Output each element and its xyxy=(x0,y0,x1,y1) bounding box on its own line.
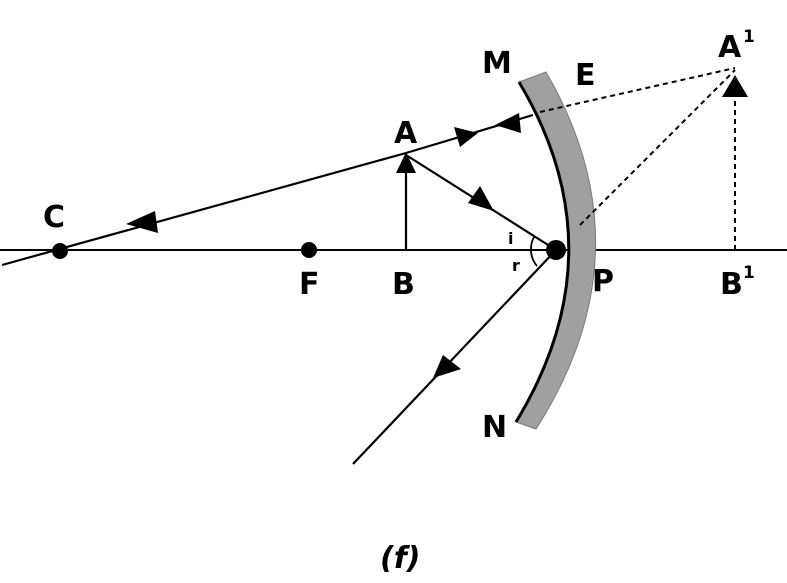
label-M: M xyxy=(482,46,512,81)
label-B: B xyxy=(392,267,415,302)
label-angle-r: r xyxy=(512,256,520,275)
label-A: A xyxy=(394,116,418,151)
label-P: P xyxy=(592,264,614,299)
ray-arrow-reflected-2 xyxy=(433,355,461,378)
ray-arrow-incident-2 xyxy=(468,186,494,211)
ray-reflected-2 xyxy=(352,249,557,465)
object-arrow-head xyxy=(396,152,416,173)
point-C xyxy=(52,243,68,259)
point-P xyxy=(546,240,566,260)
angle-i-arc xyxy=(530,236,535,251)
figure-caption: (f) xyxy=(380,541,420,576)
label-F: F xyxy=(299,267,320,302)
label-B-image-sup: 1 xyxy=(743,263,755,283)
label-B-image: B xyxy=(720,267,743,302)
label-N: N xyxy=(482,410,507,445)
ray-arrow-reflected-1b xyxy=(126,211,158,233)
label-A-image-sup: 1 xyxy=(743,27,755,47)
label-C: C xyxy=(43,200,65,235)
ray-arrow-reflected-1a xyxy=(495,113,521,133)
angle-r-arc xyxy=(530,249,538,267)
ray-reflected-1 xyxy=(1,151,407,267)
label-A-image: A xyxy=(718,30,742,65)
ray-virtual-extension-1 xyxy=(539,67,736,113)
mirror-surface xyxy=(514,81,571,423)
point-F xyxy=(301,242,317,258)
ray-arrow-incident-1 xyxy=(454,127,478,147)
label-E: E xyxy=(575,58,596,93)
ray-virtual-extension-2 xyxy=(579,69,736,226)
label-angle-i: i xyxy=(508,229,513,248)
image-arrow-head xyxy=(722,75,748,97)
